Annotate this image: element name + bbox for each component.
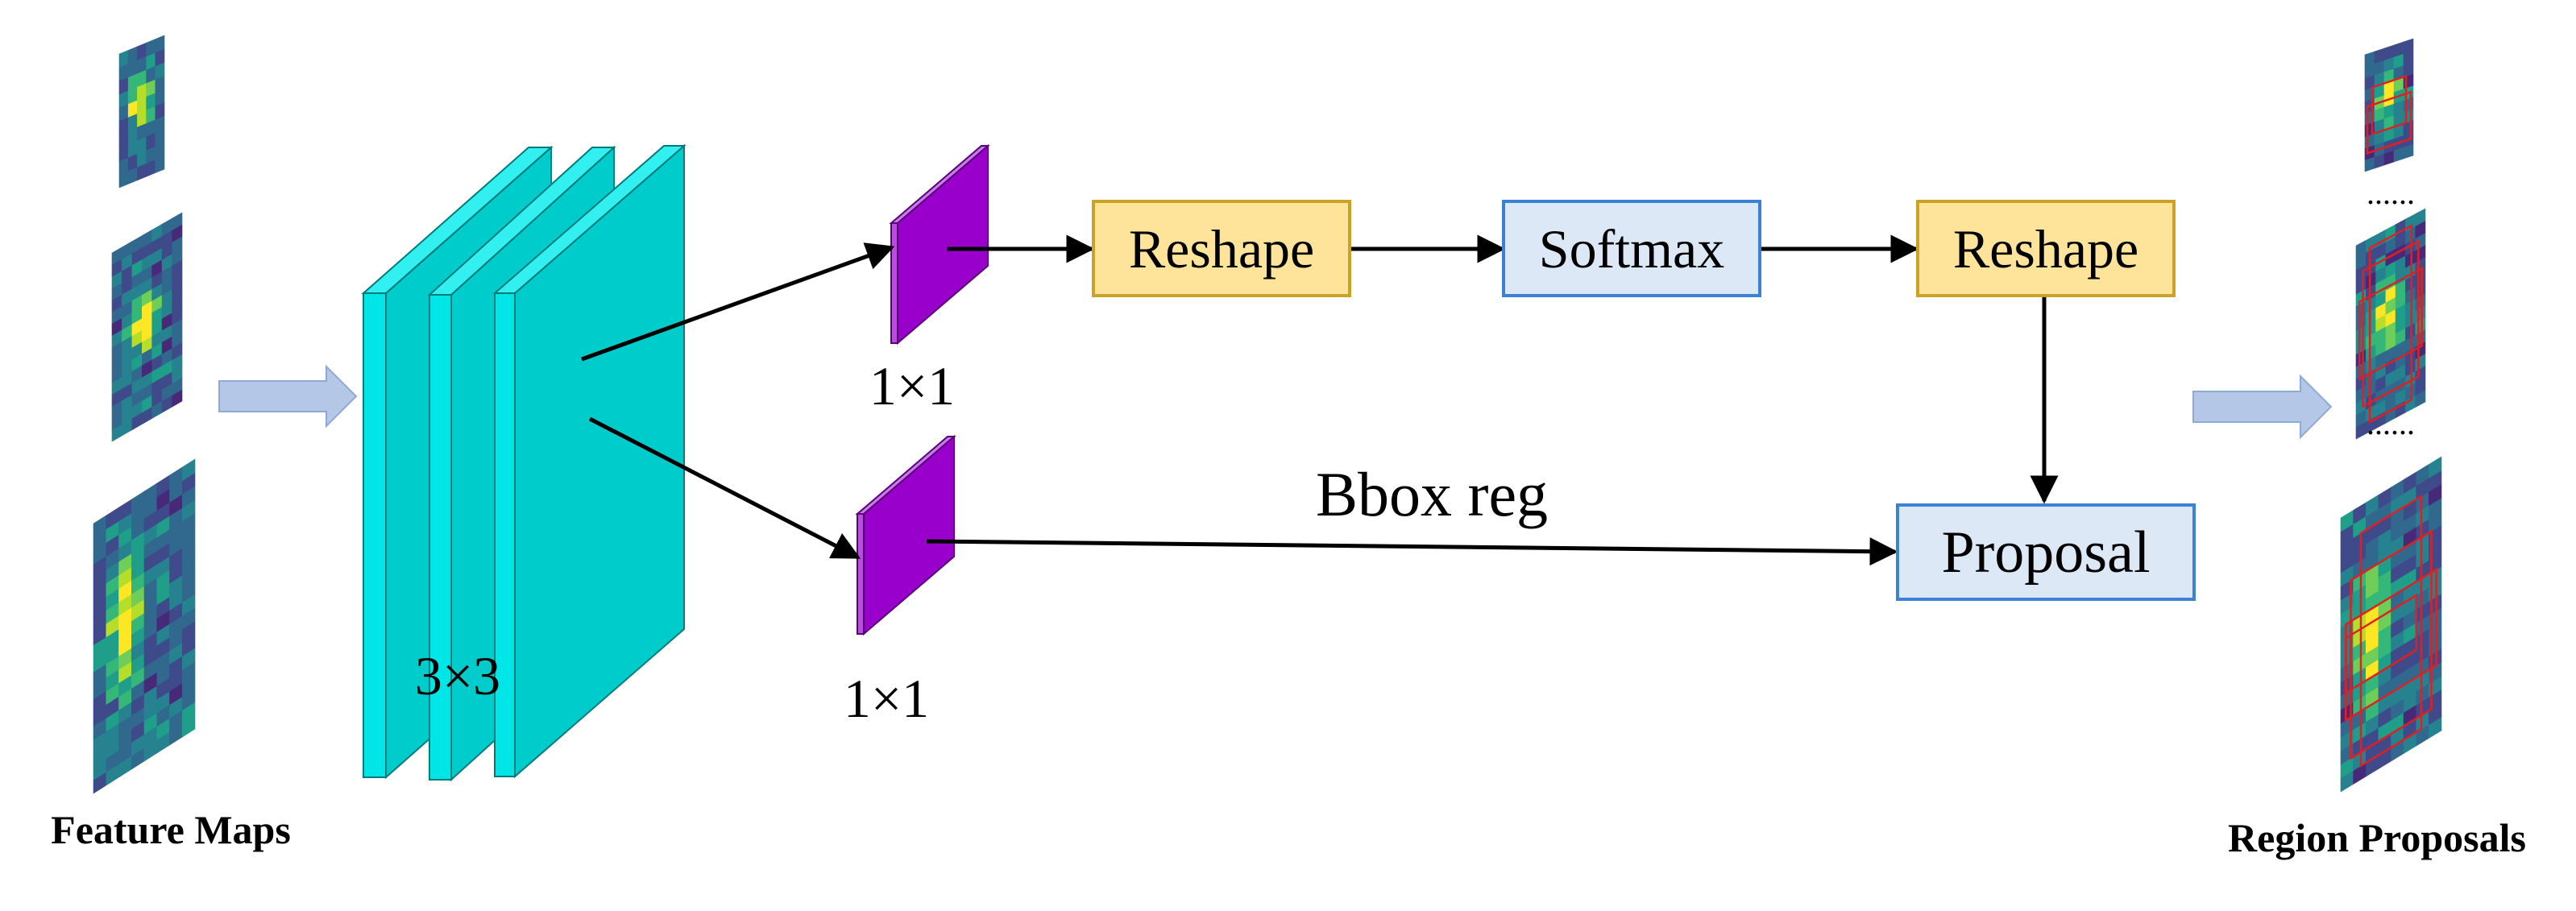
kernel-side-face xyxy=(863,434,955,636)
proposal-box-outline xyxy=(2368,224,2413,424)
reshape-box-2: Reshape xyxy=(1916,200,2176,297)
proposal-map-medium xyxy=(2355,208,2426,440)
kernel-side-face xyxy=(897,143,989,346)
feature-maps-label: Feature Maps xyxy=(51,807,291,852)
conv1x1-top-label: 1×1 xyxy=(869,355,955,416)
conv-slab-3 xyxy=(492,143,687,779)
feature-map-small xyxy=(118,35,165,188)
feature-map-large xyxy=(93,458,196,794)
reshape-label-2: Reshape xyxy=(1953,218,2138,280)
conv1x1-reg-kernel xyxy=(855,434,956,636)
arrow-conv-to-reg xyxy=(588,416,861,560)
arrow-reg-to-proposal xyxy=(926,537,1898,566)
region-proposal-maps-stack xyxy=(2340,38,2442,793)
reshape-label-1: Reshape xyxy=(1129,218,1314,280)
reshape-box-1: Reshape xyxy=(1092,200,1351,297)
conv3x3-layer-stack xyxy=(361,143,687,782)
output-arrow xyxy=(2192,374,2333,440)
arrow-conv-to-cls xyxy=(581,242,895,362)
softmax-box: Softmax xyxy=(1502,200,1761,297)
kernel-front-face xyxy=(890,222,898,344)
proposal-box-outline xyxy=(2350,529,2433,760)
feature-maps-stack xyxy=(93,35,196,794)
proposal-box-outline xyxy=(2359,494,2423,768)
kernel-top-face xyxy=(855,436,956,515)
softmax-label: Softmax xyxy=(1539,218,1724,280)
input-arrow xyxy=(218,364,358,429)
conv1x1-bottom-label: 1×1 xyxy=(844,668,929,729)
feature-map-medium xyxy=(111,212,183,442)
proposal-box-outline xyxy=(2345,593,2418,695)
proposal-box-outline xyxy=(2362,239,2420,408)
ellipsis-2: ...... xyxy=(2367,405,2415,441)
proposal-box-outline xyxy=(2358,267,2423,381)
region-proposals-label: Region Proposals xyxy=(2228,815,2526,860)
proposal-label: Proposal xyxy=(1942,520,2151,586)
ellipsis-1: ...... xyxy=(2367,175,2415,211)
proposal-box: Proposal xyxy=(1896,503,2196,601)
conv1x1-cls-kernel xyxy=(889,143,990,346)
proposal-box-outline xyxy=(2366,90,2412,155)
proposal-box-outline xyxy=(2371,74,2408,136)
bbox-reg-label: Bbox reg xyxy=(1316,459,1548,529)
kernel-top-face xyxy=(889,145,990,224)
proposal-map-large xyxy=(2340,456,2442,793)
kernel-front-face xyxy=(857,513,865,635)
proposal-map-small xyxy=(2364,38,2414,172)
conv3x3-label: 3×3 xyxy=(415,645,500,706)
